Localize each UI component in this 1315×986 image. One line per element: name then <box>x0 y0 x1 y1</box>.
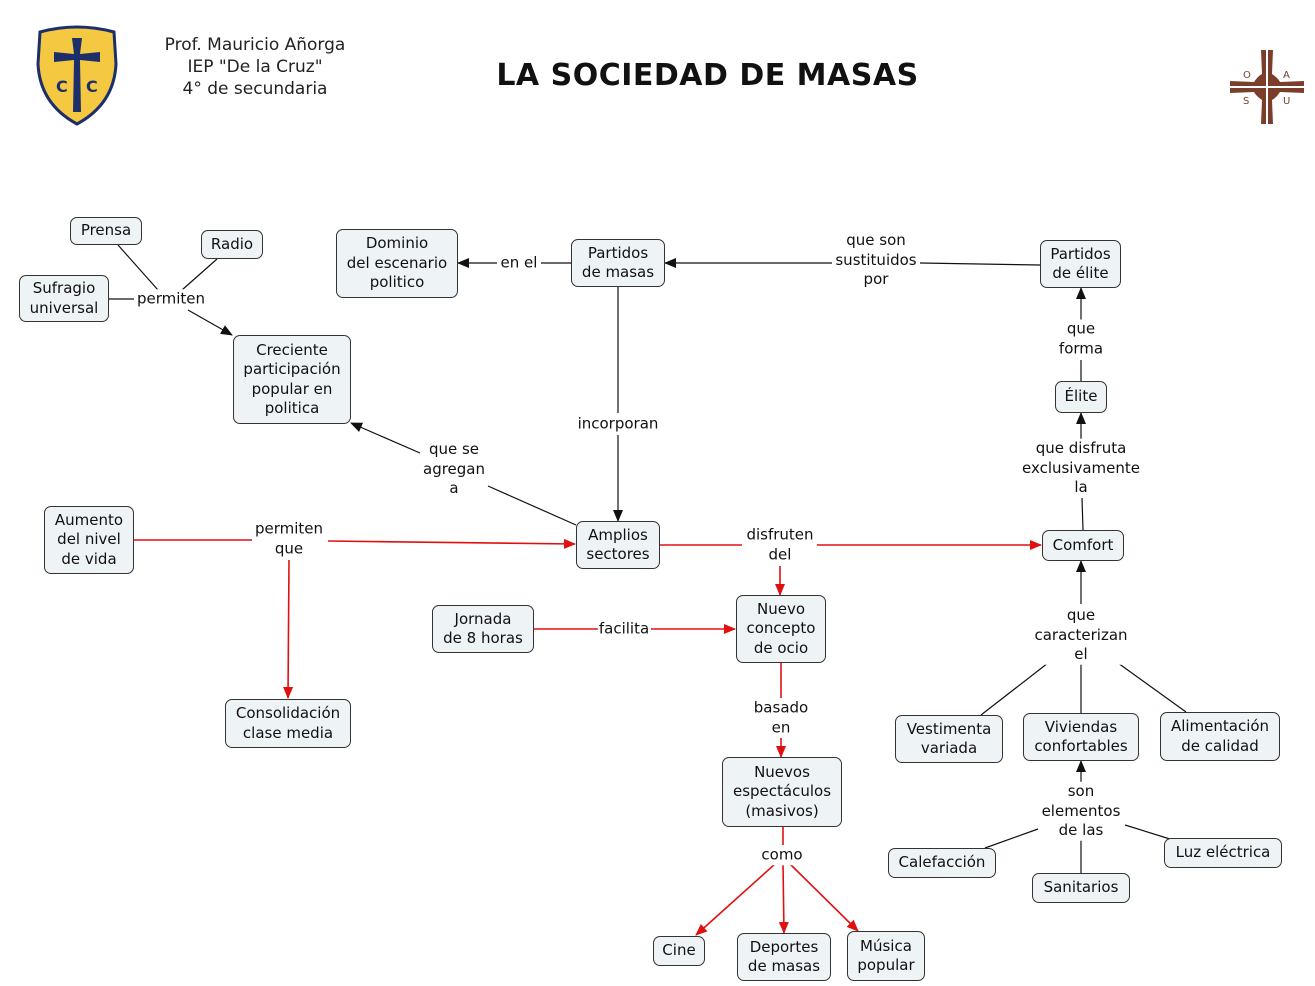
link-label-basado-en: basado en <box>752 698 810 738</box>
line-permiten-creciente <box>187 309 233 336</box>
concept-deportes-de-masas[interactable]: Deportes de masas <box>737 933 831 981</box>
line-como-deportes <box>778 863 789 934</box>
link-label-que-se-agregan: que se agregan a <box>422 439 486 499</box>
line-caracterizan-vestimenta <box>980 662 1049 716</box>
concept-musica-popular[interactable]: Música popular <box>847 931 925 981</box>
concept-nuevos-espectaculos[interactable]: Nuevos espectáculos (masivos) <box>722 757 842 827</box>
svg-text:C: C <box>56 77 68 96</box>
concept-sufragio-universal[interactable]: Sufragio universal <box>19 275 109 322</box>
concept-partidos-de-elite[interactable]: Partidos de élite <box>1040 240 1121 288</box>
svg-text:C: C <box>86 77 98 96</box>
link-label-son-elementos: son elementos de las <box>1040 781 1122 841</box>
logo-letter-a: A <box>1283 70 1290 81</box>
oasu-cross-logo-icon: O A S U <box>1230 50 1304 124</box>
line-radio-permiten <box>181 258 218 291</box>
line-amplios-agregan <box>487 485 577 526</box>
concept-creciente-participacion[interactable]: Creciente participación popular en polit… <box>233 335 351 424</box>
link-label-permiten: permiten <box>135 289 207 309</box>
link-label-permiten-que: permiten que <box>253 519 325 559</box>
grade-level: 4° de secundaria <box>182 79 328 99</box>
concept-consolidacion-clase-media[interactable]: Consolidación clase media <box>225 699 351 748</box>
school-shield-logo-icon: C C <box>36 25 118 126</box>
line-calefaccion-sonelementos <box>984 828 1039 849</box>
link-label-disfruten-del: disfruten del <box>745 525 815 565</box>
line-como-cine <box>695 863 776 936</box>
line-elite-sustituidos <box>919 262 1041 266</box>
concept-aumento-nivel-vida[interactable]: Aumento del nivel de vida <box>44 506 134 574</box>
link-label-caracterizan: que caracterizan el <box>1033 605 1129 665</box>
author-name: Prof. Mauricio Añorga <box>164 35 346 55</box>
line-caracterizan-alimentacion <box>1117 662 1187 713</box>
concept-nuevo-concepto-ocio[interactable]: Nuevo concepto de ocio <box>736 595 826 663</box>
concept-alimentacion-calidad[interactable]: Alimentación de calidad <box>1160 712 1280 761</box>
concept-jornada-8-horas[interactable]: Jornada de 8 horas <box>432 605 534 653</box>
link-label-sustituidos: que son sustituidos por <box>834 230 918 290</box>
logo-letter-u: U <box>1283 96 1290 107</box>
concept-calefaccion[interactable]: Calefacción <box>888 848 996 878</box>
link-label-incorporan: incorporan <box>576 414 660 434</box>
link-label-que-disfruta: que disfruta exclusivamente la <box>1020 438 1142 498</box>
link-label-como: como <box>760 845 804 865</box>
concept-cine[interactable]: Cine <box>653 936 705 966</box>
concept-partidos-de-masas[interactable]: Partidos de masas <box>571 239 665 287</box>
line-agregan-creciente <box>350 422 421 454</box>
concept-prensa[interactable]: Prensa <box>70 217 142 245</box>
line-comfort-disfruta <box>1081 497 1084 531</box>
concept-sanitarios[interactable]: Sanitarios <box>1032 873 1130 903</box>
concept-viviendas-confortables[interactable]: Viviendas confortables <box>1023 713 1139 761</box>
line-prensa-permiten <box>117 244 159 291</box>
link-label-facilita: facilita <box>597 619 651 639</box>
line-permitenque-amplios <box>327 538 576 549</box>
school-name: IEP "De la Cruz" <box>187 57 323 77</box>
concept-dominio-escenario[interactable]: Dominio del escenario politico <box>336 229 458 298</box>
link-label-que-forma: que forma <box>1057 319 1105 359</box>
line-luz-sonelementos <box>1124 824 1171 840</box>
logo-letter-s: S <box>1243 96 1249 107</box>
line-permitenque-consolidacion <box>283 559 294 699</box>
concept-vestimenta-variada[interactable]: Vestimenta variada <box>895 715 1003 763</box>
concept-luz-electrica[interactable]: Luz eléctrica <box>1164 838 1282 868</box>
concept-elite[interactable]: Élite <box>1055 381 1107 413</box>
line-como-musica <box>789 863 859 932</box>
link-label-en-el: en el <box>499 253 539 273</box>
concept-radio[interactable]: Radio <box>201 230 263 259</box>
concept-comfort[interactable]: Comfort <box>1042 530 1124 561</box>
page-title: LA SOCIEDAD DE MASAS <box>496 58 919 93</box>
logo-letter-o: O <box>1243 70 1251 81</box>
concept-amplios-sectores[interactable]: Amplios sectores <box>576 521 660 569</box>
